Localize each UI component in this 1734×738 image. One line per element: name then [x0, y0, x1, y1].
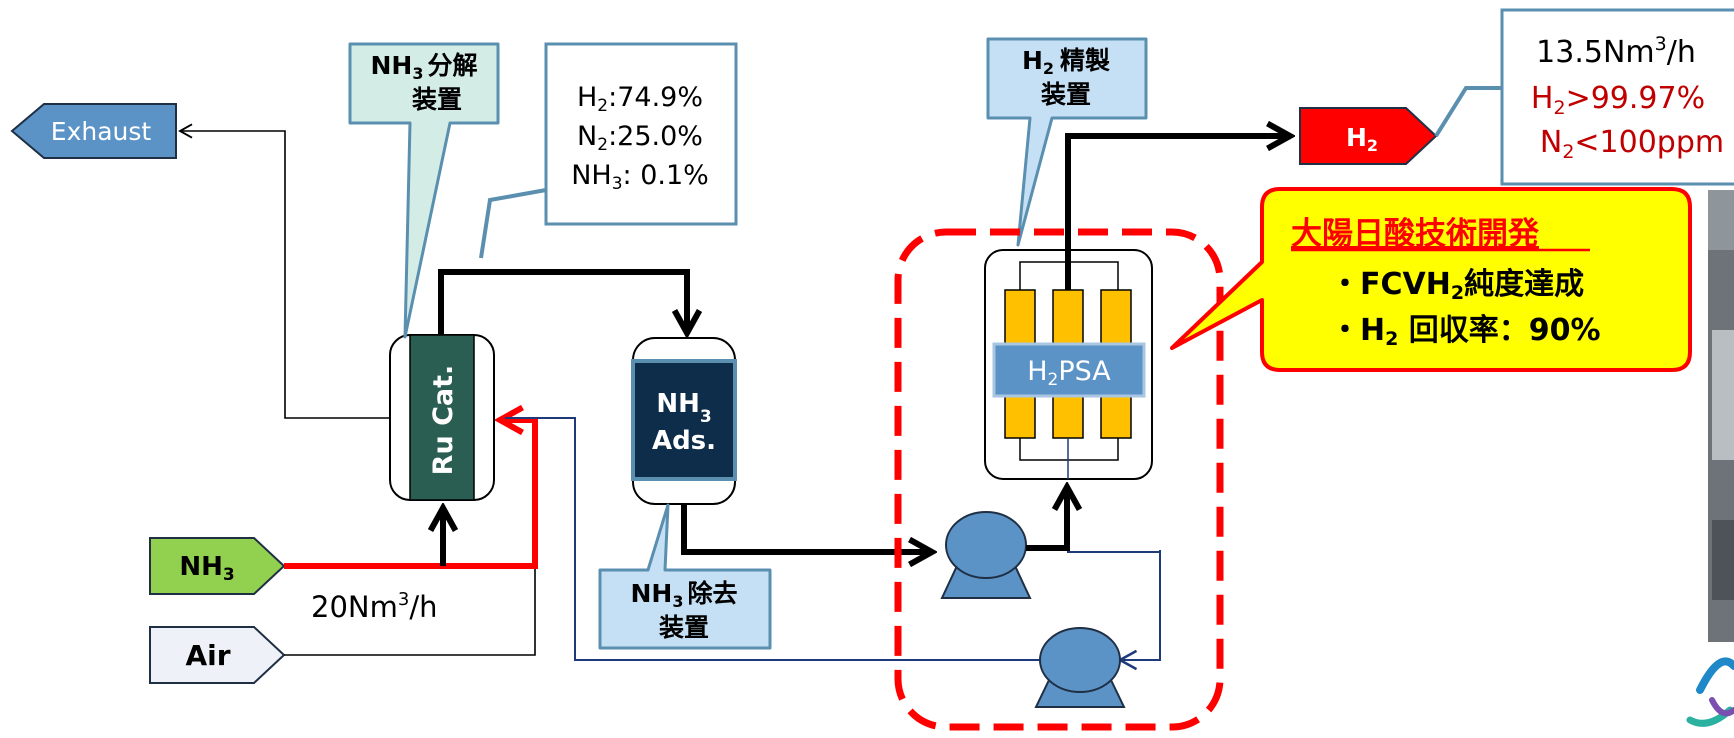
catalyst-label: Ru Cat. — [428, 365, 459, 476]
company-logo-fragment — [1686, 657, 1734, 727]
development-title: 大陽日酸技術開発 — [1291, 216, 1540, 252]
product-spec-connector — [1434, 86, 1502, 138]
decomposer-callout-line2: 装置 — [412, 85, 462, 114]
recycle-line — [1067, 550, 1161, 660]
exhaust-tag: Exhaust — [10, 103, 177, 159]
h2-product-label: H2 — [1346, 123, 1378, 155]
pump-to-psa-line — [1026, 487, 1067, 551]
nh3-feed-label: NH3 — [179, 552, 234, 585]
adsorber-label-line1: NH3 — [656, 389, 711, 427]
psa-label: H2PSA — [1027, 356, 1111, 390]
development-bullet-recovery: ・H2 回収率：90% — [1330, 313, 1601, 350]
compressor-pump-2 — [1034, 627, 1126, 708]
gas-composition-box: H2:74.9% N2:25.0% NH3: 0.1% — [479, 42, 738, 259]
developed-section-boundary — [894, 228, 1224, 731]
nh3-feed-tag: NH3 — [149, 537, 286, 595]
h2-psa-unit: H2PSA — [984, 249, 1153, 480]
recycle-return-line — [505, 417, 1040, 661]
air-feed-label: Air — [185, 639, 230, 672]
product-flow-rate: 13.5Nm3/h — [1536, 33, 1696, 70]
product-spec-box: 13.5Nm3/h H2>99.97% N2<100ppm — [1500, 8, 1734, 186]
feed-flow-rate: 20Nm3/h — [311, 589, 437, 624]
nh3-adsorber-vessel: NH3 Ads. — [631, 337, 737, 505]
adsorber-outlet-line — [681, 504, 932, 552]
product-n2-content: N2<100ppm — [1540, 125, 1724, 163]
nh3-removal-callout-line2: 装置 — [659, 613, 709, 642]
composition-nh3: NH3: 0.1% — [571, 160, 709, 194]
air-feed-tag: Air — [149, 626, 286, 684]
adsorber-label-line2: Ads. — [652, 426, 716, 456]
exhaust-line — [178, 123, 390, 419]
development-bullet-purity: ・FCVH2純度達成 — [1330, 267, 1584, 304]
nh3-feed-line — [284, 420, 538, 569]
product-line — [1065, 136, 1290, 290]
composition-h2: H2:74.9% — [577, 82, 703, 116]
development-achievement-callout: 大陽日酸技術開発 ・FCVH2純度達成 ・H2 回収率：90% — [1170, 187, 1692, 372]
h2-product-tag: H2 — [1299, 107, 1438, 165]
reactor-outlet-line — [438, 269, 687, 335]
composition-n2: N2:25.0% — [577, 121, 703, 155]
compressor-pump-1 — [940, 511, 1032, 599]
site-photo — [1708, 190, 1734, 642]
ru-catalyst-reactor: Ru Cat. — [389, 334, 495, 501]
exhaust-label: Exhaust — [51, 117, 152, 146]
product-h2-purity: H2>99.97% — [1531, 81, 1705, 119]
h2-purification-callout-line2: 装置 — [1041, 80, 1091, 109]
